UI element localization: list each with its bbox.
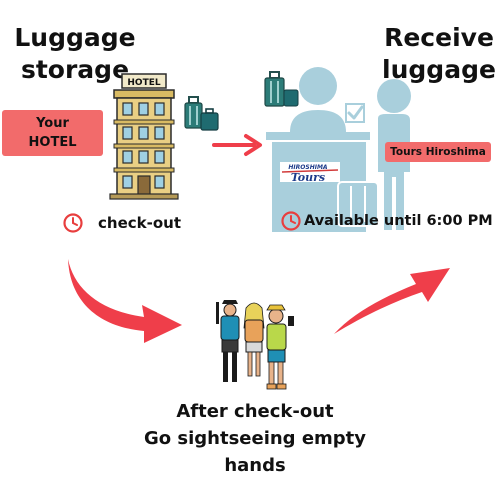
arrow-right-icon: [212, 134, 262, 156]
suitcase-icon: [337, 172, 379, 227]
left-title-line-2: storage: [20, 55, 130, 84]
hotel-sign-text: HOTEL: [127, 78, 160, 88]
check-icon: [345, 103, 365, 123]
hotel-tag-line-1: Your: [36, 116, 69, 131]
left-title-line-1: Luggage: [14, 23, 136, 52]
curved-arrow-icon: [334, 268, 450, 334]
curved-arrow-icon: [68, 259, 182, 343]
luggage-icon: [184, 96, 219, 131]
checkout-label: check-out: [98, 214, 181, 232]
logo-big-text: Tours: [291, 171, 325, 184]
bottom-line-3: hands: [224, 455, 286, 476]
available-label: Available until 6:00 PM: [304, 213, 493, 229]
bottom-line-2: Go sightseeing empty: [143, 428, 367, 449]
staff-person-icon: [290, 67, 346, 132]
hotel-tag-line-2: HOTEL: [28, 135, 77, 150]
tours-hiroshima-logo: HIROSHIMA Tours: [280, 162, 340, 184]
luggage-storage-title: Luggage storage: [10, 22, 140, 86]
receive-luggage-title: Receive luggage: [380, 22, 498, 86]
logo-small-text: HIROSHIMA: [288, 164, 328, 171]
counter-luggage-icon: [264, 71, 299, 107]
bottom-line-1: After check-out: [176, 401, 334, 422]
your-hotel-tag: Your HOTEL: [2, 110, 103, 156]
clock-icon: [63, 213, 83, 233]
clock-icon: [281, 211, 301, 231]
right-title-line-2: luggage: [382, 55, 496, 84]
tourists-group-icon: [216, 300, 294, 390]
checkout-row: check-out: [62, 212, 181, 234]
bottom-caption: After check-out Go sightseeing empty han…: [100, 398, 410, 479]
tours-hiroshima-tag: Tours Hiroshima: [385, 142, 491, 162]
right-title-line-1: Receive: [384, 23, 494, 52]
available-row: Available until 6:00 PM: [280, 210, 493, 232]
hotel-building-icon: HOTEL: [109, 73, 179, 200]
